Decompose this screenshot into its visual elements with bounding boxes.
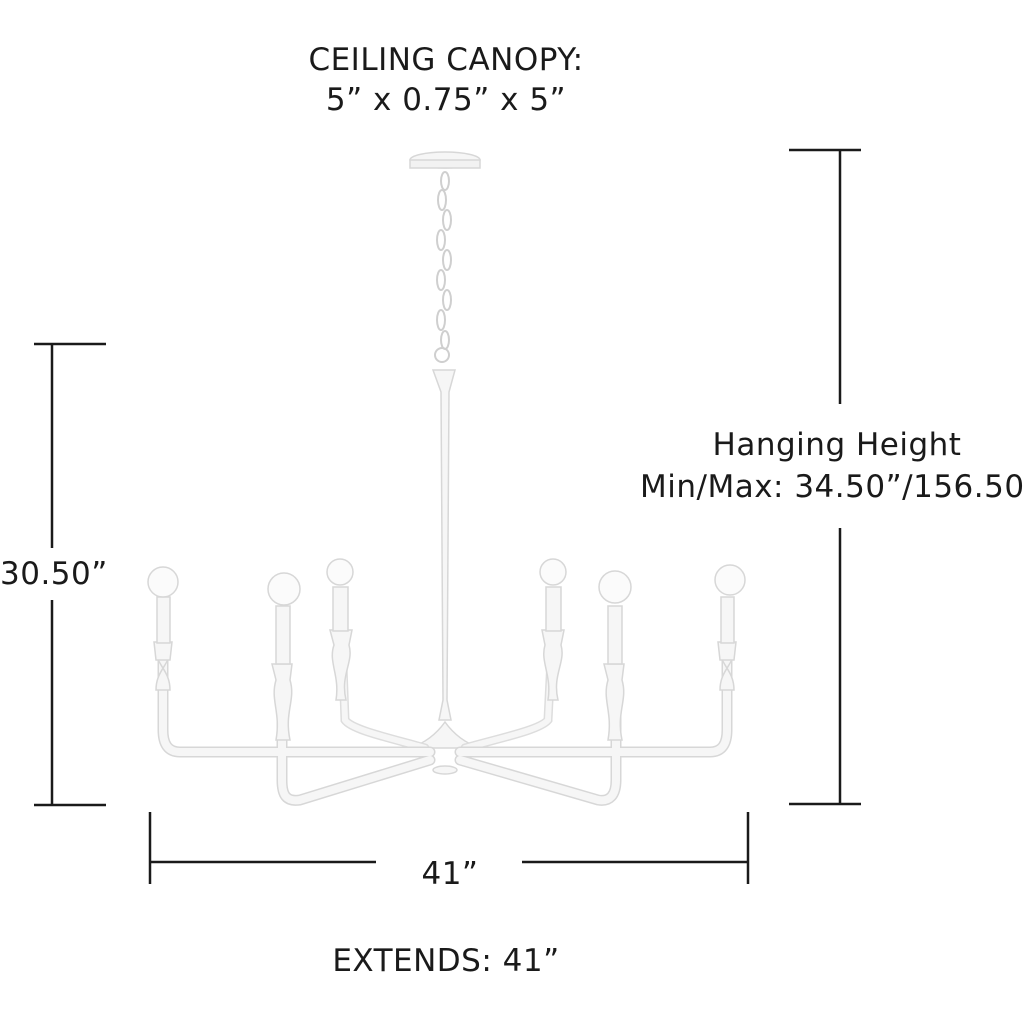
candle-6 [714,564,746,691]
chain [434,171,452,363]
width-dimension-line [148,812,750,884]
bulb-icon [598,570,632,604]
bulb-icon [267,572,301,606]
bulb-icon [326,558,354,586]
candle-2 [267,572,301,741]
candle-1 [147,566,179,691]
candle-4 [539,558,567,701]
fixture-width-value: 41” [421,856,479,892]
canopy-title: CEILING CANOPY: [308,42,584,78]
height-dimension-line [34,342,106,807]
center-stem [431,369,456,721]
candle-5 [598,570,632,741]
bulb-icon [714,564,746,596]
hanging-height-range: Min/Max: 34.50”/156.50” [640,469,1024,505]
center-hub [409,720,481,749]
bulb-icon [539,558,567,586]
fixture-height-value: 30.50” [0,556,108,592]
hanging-height-dimension-line [789,148,861,806]
canopy-dimensions: 5” x 0.75” x 5” [325,82,567,118]
hanging-height-title: Hanging Height [712,427,962,463]
candle-3 [326,558,354,701]
extends-value: EXTENDS: 41” [332,943,560,979]
chandelier [147,151,746,806]
bulb-icon [147,566,179,598]
